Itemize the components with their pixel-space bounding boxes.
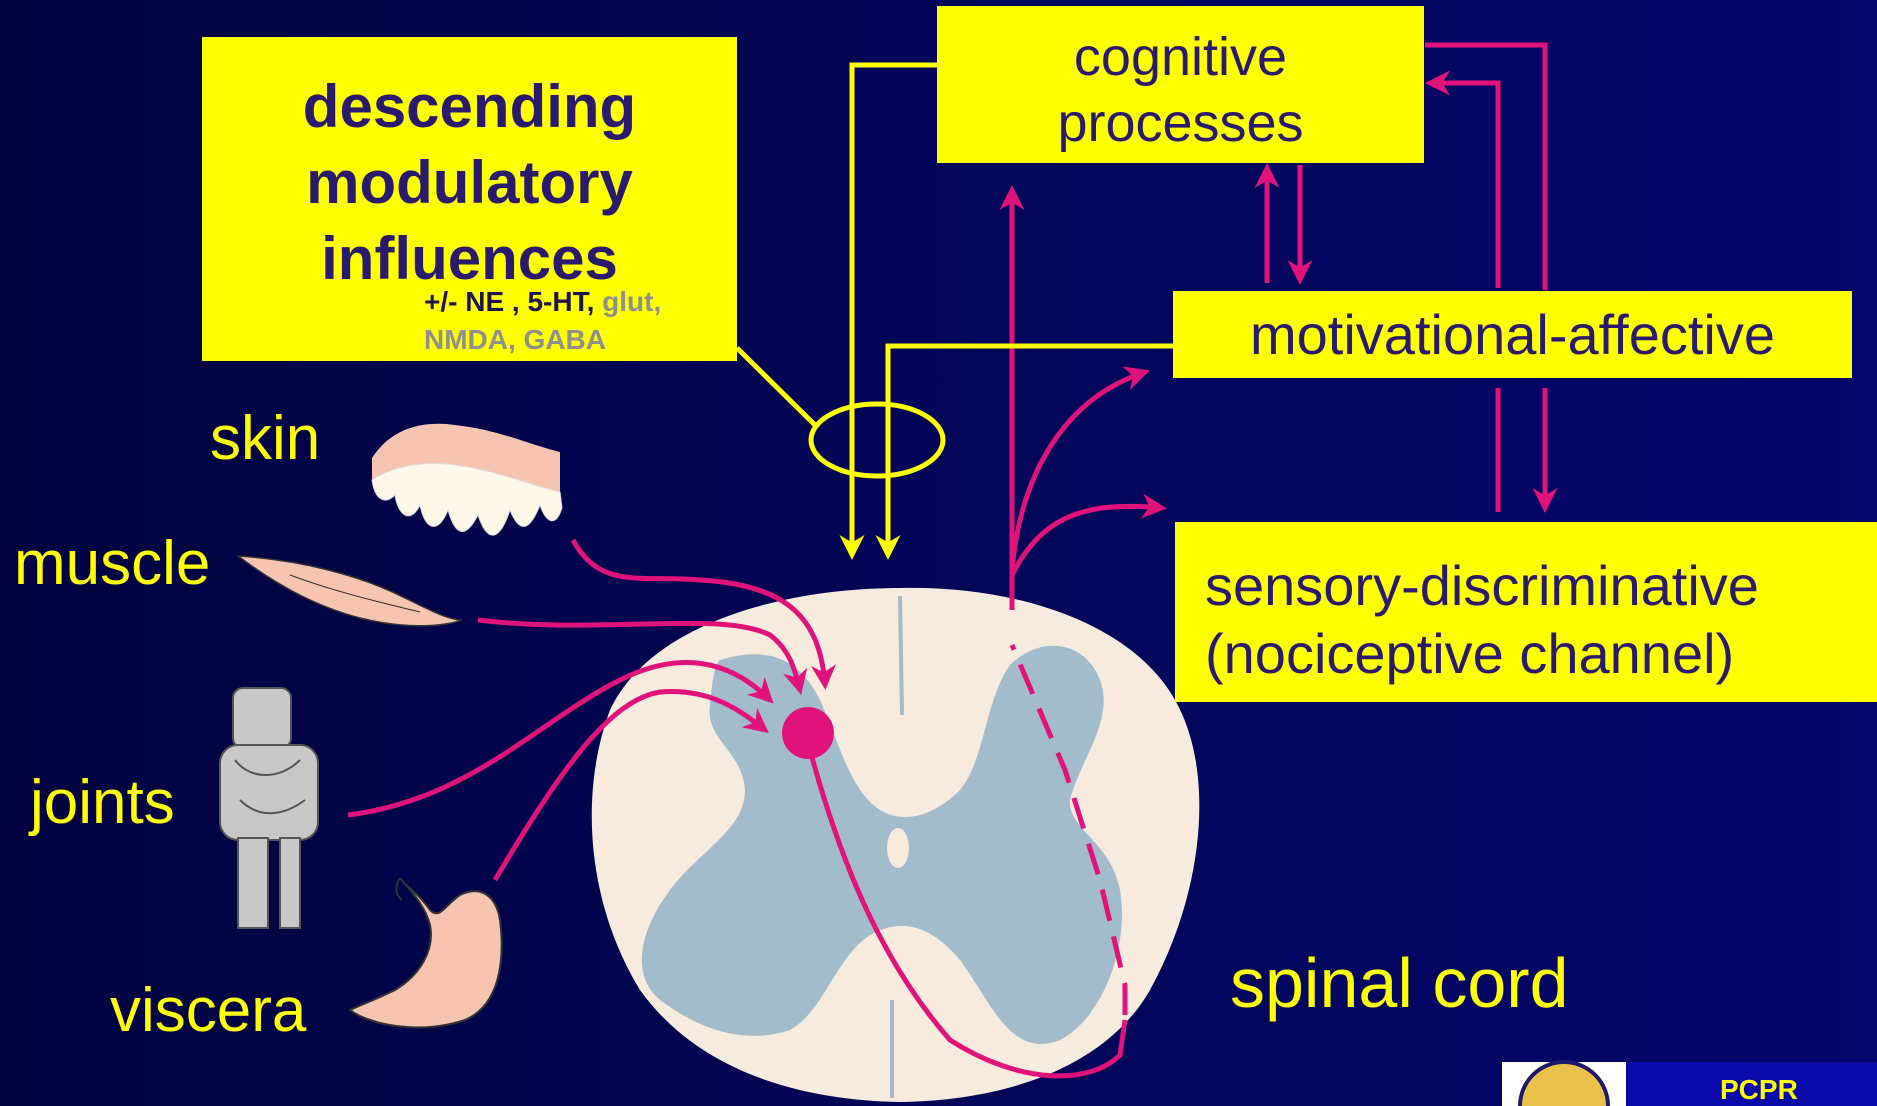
sensory-line-2: (nociceptive channel) [1205, 620, 1877, 688]
transmitters-dark: +/- NE , 5-HT, [424, 286, 594, 317]
cognitive-line-2: processes [937, 90, 1424, 156]
transmitters-line-2: NMDA, GABA [424, 324, 606, 355]
descending-modulatory-box: descending modulatory influences +/- NE … [202, 37, 737, 361]
motivational-affective-box: motivational-affective [1173, 291, 1852, 378]
sensory-line-1: sensory-discriminative [1205, 552, 1877, 620]
joints-label: joints [30, 772, 175, 834]
branch-to-motivational [1012, 372, 1145, 570]
university-logo [1502, 1062, 1877, 1106]
modulation-ellipse [811, 404, 943, 476]
cognitive-processes-box: cognitive processes [937, 6, 1424, 163]
dorsal-horn-neuron [782, 707, 834, 759]
skin-illustration [372, 424, 562, 535]
muscle-label: muscle [14, 533, 210, 595]
viscera-label: viscera [110, 980, 306, 1042]
muscle-illustration [238, 556, 462, 626]
motivational-label: motivational-affective [1173, 303, 1852, 367]
knee-joint-illustration [220, 688, 318, 928]
branch-to-sensory [1012, 506, 1162, 575]
descending-title-line-2: modulatory [202, 145, 737, 221]
transmitters-gray: glut, [602, 286, 661, 317]
motivational-to-cognitive-loop [1430, 83, 1498, 288]
central-canal [887, 828, 909, 868]
stomach-illustration [350, 878, 502, 1027]
spinal-cord-label: spinal cord [1230, 948, 1569, 1018]
cognitive-line-1: cognitive [937, 24, 1424, 90]
descending-title-line-1: descending [202, 69, 737, 145]
dorsal-median-sulcus [900, 596, 902, 715]
sensory-discriminative-box: sensory-discriminative (nociceptive chan… [1175, 522, 1877, 702]
pcpr-logo-text: PCPR [1720, 1074, 1798, 1106]
cognitive-descending [852, 65, 938, 555]
skin-label: skin [210, 408, 320, 470]
transmitter-list: +/- NE , 5-HT, glut, NMDA, GABA [424, 283, 661, 359]
descending-box-connector [737, 348, 815, 425]
